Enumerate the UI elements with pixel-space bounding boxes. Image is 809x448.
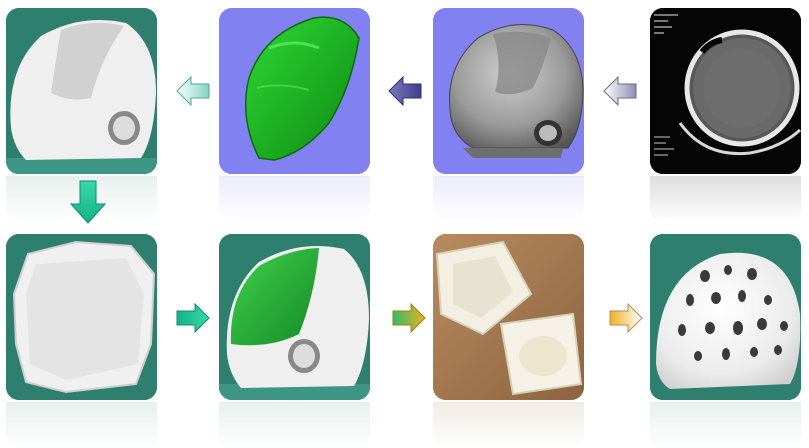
right-arrow-icon — [176, 303, 210, 333]
silicone-mold-tile — [433, 234, 584, 400]
arrow-printed-implant-to-fit — [176, 303, 210, 333]
arrow-ct-to-skull — [603, 76, 637, 106]
printed-implant-reflection — [6, 402, 157, 448]
printed-implant-tile — [6, 234, 157, 400]
skull-3d-render-reflection — [433, 176, 584, 222]
printed-skull-tile — [6, 8, 157, 174]
arrow-implant-to-printed-skull — [176, 76, 210, 106]
ct-scan-tile — [650, 8, 801, 174]
final-implant-reflection — [650, 402, 801, 448]
down-arrow-icon — [70, 180, 106, 224]
arrow-down-to-printed-implant — [70, 180, 106, 224]
implant-model-icon — [219, 8, 370, 174]
right-arrow-icon — [609, 303, 643, 333]
implant-design-reflection — [219, 176, 370, 222]
skull-render-icon — [433, 8, 584, 174]
implant-fit-reflection — [219, 402, 370, 448]
silicone-mold-reflection — [433, 402, 584, 448]
fit-check-icon — [219, 234, 370, 400]
right-arrow-icon — [392, 303, 426, 333]
mold-icon — [433, 234, 584, 400]
final-implant-icon — [650, 234, 801, 400]
printed-implant-icon — [6, 234, 157, 400]
final-implant-tile — [650, 234, 801, 400]
left-arrow-icon — [176, 76, 210, 106]
arrow-fit-to-mold — [392, 303, 426, 333]
printed-skull-icon — [6, 8, 157, 174]
implant-design-tile — [219, 8, 370, 174]
ct-scan-reflection — [650, 176, 801, 222]
arrow-mold-to-final — [609, 303, 643, 333]
left-arrow-icon — [388, 76, 422, 106]
implant-fit-tile — [219, 234, 370, 400]
left-arrow-icon — [603, 76, 637, 106]
arrow-skull-to-implant — [388, 76, 422, 106]
skull-3d-render-tile — [433, 8, 584, 174]
ct-slice-icon — [650, 8, 801, 174]
